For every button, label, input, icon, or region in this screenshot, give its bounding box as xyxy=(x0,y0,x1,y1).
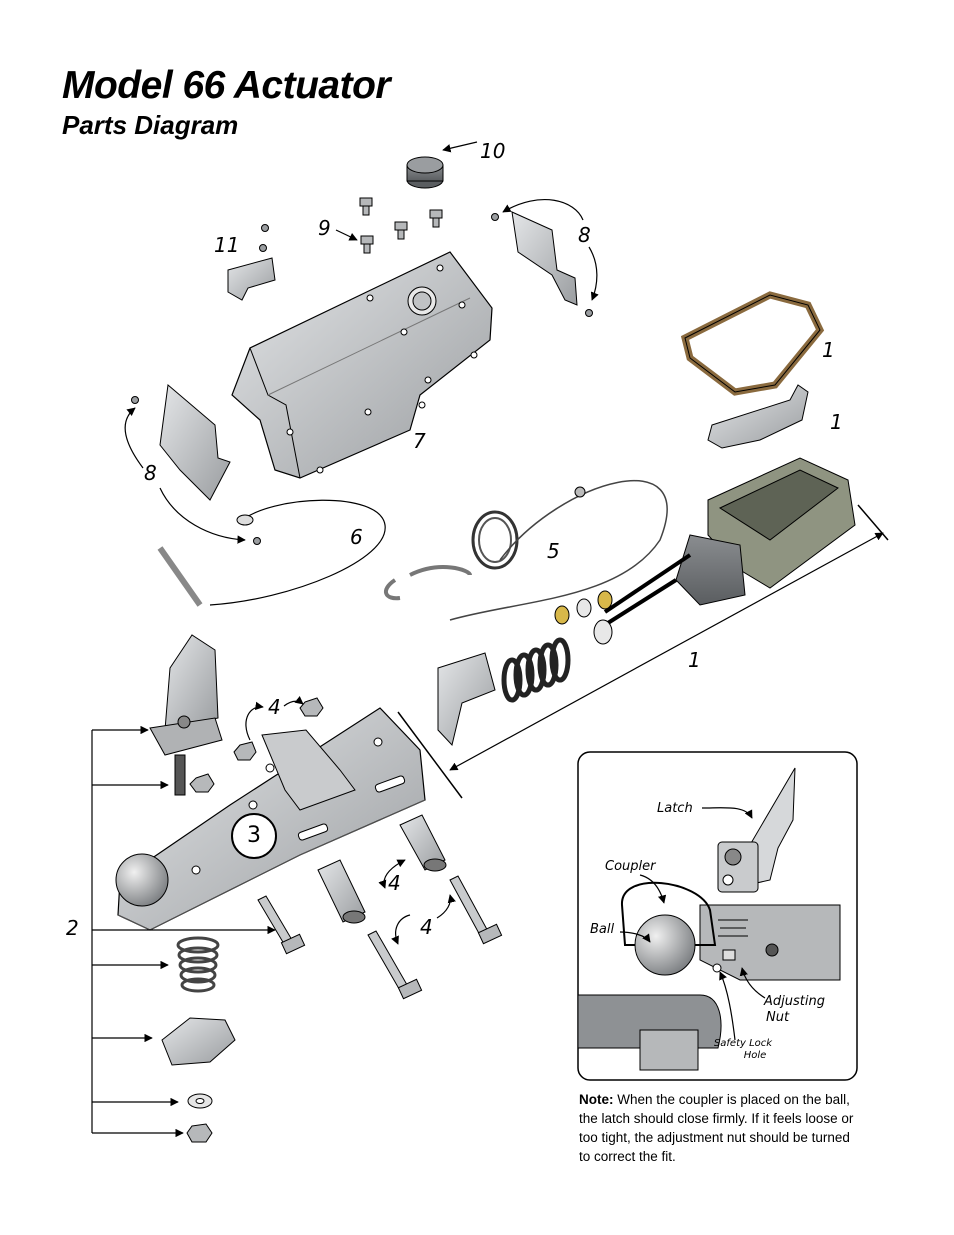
part-11-bracket xyxy=(227,224,276,301)
part-6-breakaway-cable xyxy=(157,499,386,607)
part-5-cable xyxy=(384,479,668,621)
part-1-shim xyxy=(707,384,809,449)
callout-1-shim: 1 xyxy=(830,410,843,434)
callout-8-left: 8 xyxy=(144,461,157,485)
inset-label-latch: Latch xyxy=(657,801,693,816)
adjustment-note: Note: When the coupler is placed on the … xyxy=(579,1090,859,1166)
adjusting-nut-line-2: Nut xyxy=(766,1009,790,1025)
callout-3-circle: 3 xyxy=(231,813,277,859)
callout-4-roller: 4 xyxy=(388,871,401,895)
callout-5: 5 xyxy=(547,539,560,563)
callout-2: 2 xyxy=(66,916,79,940)
part-9-bolts xyxy=(335,197,443,254)
part-1-master-cylinder xyxy=(598,457,856,630)
part-coupler-body xyxy=(115,707,426,931)
part-1-gasket xyxy=(680,291,825,396)
page-title: Model 66 Actuator xyxy=(62,64,391,107)
callout-7: 7 xyxy=(413,429,426,453)
callout-1-leader xyxy=(397,504,889,799)
spring-bracket xyxy=(437,637,571,747)
lower-parts-stack xyxy=(161,936,236,1143)
inset-label-coupler: Coupler xyxy=(605,859,656,874)
callout-4-pin: 4 xyxy=(420,915,433,939)
callout-6: 6 xyxy=(350,525,363,549)
note-label: Note: xyxy=(579,1092,614,1107)
callout-10: 10 xyxy=(480,139,506,163)
callout-9: 9 xyxy=(318,216,331,240)
part-4-nuts xyxy=(189,695,324,793)
part-4-rollers-pins xyxy=(257,814,503,1000)
inset-label-ball: Ball xyxy=(590,922,615,937)
part-10-cap xyxy=(406,141,478,189)
part-7-housing xyxy=(231,251,493,479)
part-8-plate-right xyxy=(491,199,599,317)
part-latch xyxy=(149,634,223,796)
inset-label-safety-lock-hole: Safety Lock Hole xyxy=(708,1038,778,1062)
callout-1-gasket: 1 xyxy=(822,338,835,362)
part-8-plate-left xyxy=(124,384,261,545)
callout-2-leaders xyxy=(91,725,276,1138)
safety-lock-line-1: Safety Lock xyxy=(713,1038,773,1049)
safety-lock-line-2: Hole xyxy=(743,1050,767,1061)
note-text: When the coupler is placed on the ball, … xyxy=(579,1092,854,1164)
callout-11: 11 xyxy=(214,233,240,257)
callout-1-assembly: 1 xyxy=(688,648,701,672)
callout-4-nuts: 4 xyxy=(268,695,281,719)
adjusting-nut-line-1: Adjusting xyxy=(764,994,825,1009)
page-subtitle: Parts Diagram xyxy=(62,110,239,140)
inset-detail-box xyxy=(577,751,858,1081)
inset-label-adjusting-nut: Adjusting Nut xyxy=(764,994,825,1025)
callout-8-right: 8 xyxy=(578,223,591,247)
washers-nuts xyxy=(554,590,613,645)
